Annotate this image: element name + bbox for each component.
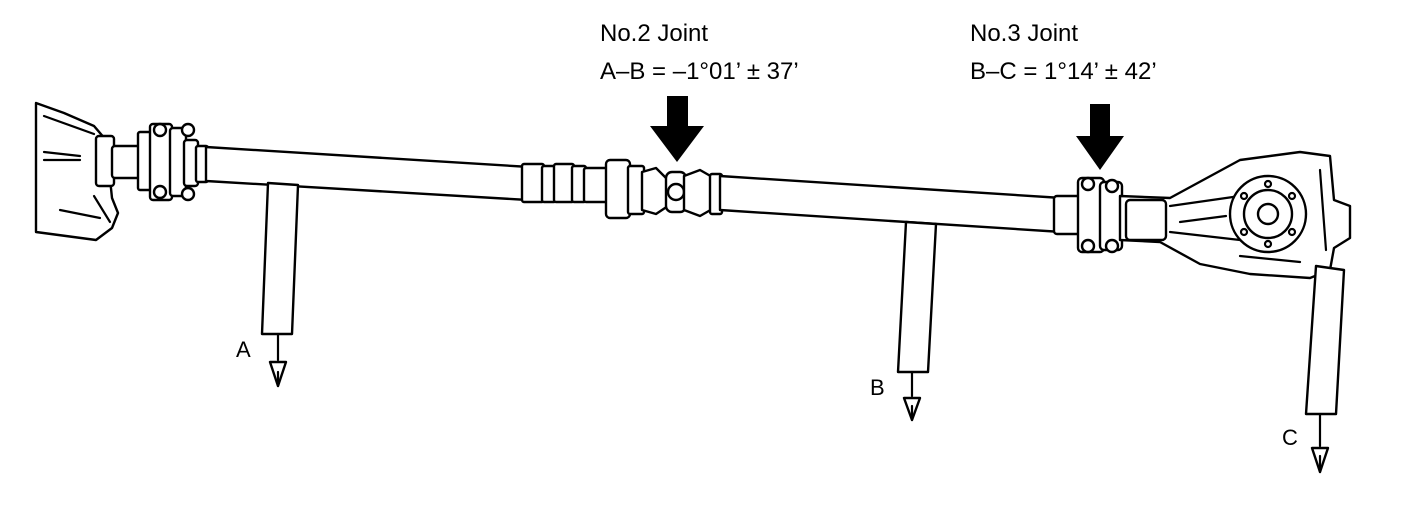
- gauge-a: [260, 181, 300, 388]
- front-shaft-tube: [204, 145, 532, 202]
- joint-2-name: No.2 Joint: [600, 20, 709, 47]
- point-label-b: B: [870, 375, 885, 400]
- arrow-down-icon: [1076, 104, 1124, 170]
- point-label-a: A: [236, 337, 251, 362]
- rear-flange: [1076, 176, 1124, 254]
- differential-housing: [1118, 150, 1352, 280]
- joint-3-name: No.3 Joint: [970, 20, 1079, 47]
- arrow-down-icon: [650, 96, 704, 162]
- gauge-c: [1304, 264, 1346, 474]
- center-flange: [604, 158, 724, 220]
- point-label-c: C: [1282, 425, 1298, 450]
- slip-joint-spline: [520, 162, 610, 204]
- joint-3-spec: B–C = 1°14’ ± 42’: [970, 58, 1157, 85]
- front-flange: [94, 122, 210, 202]
- gauge-b: [896, 220, 938, 422]
- rear-shaft-tube: [718, 174, 1082, 236]
- joint-2-spec: A–B = –1°01’ ± 37’: [600, 58, 799, 85]
